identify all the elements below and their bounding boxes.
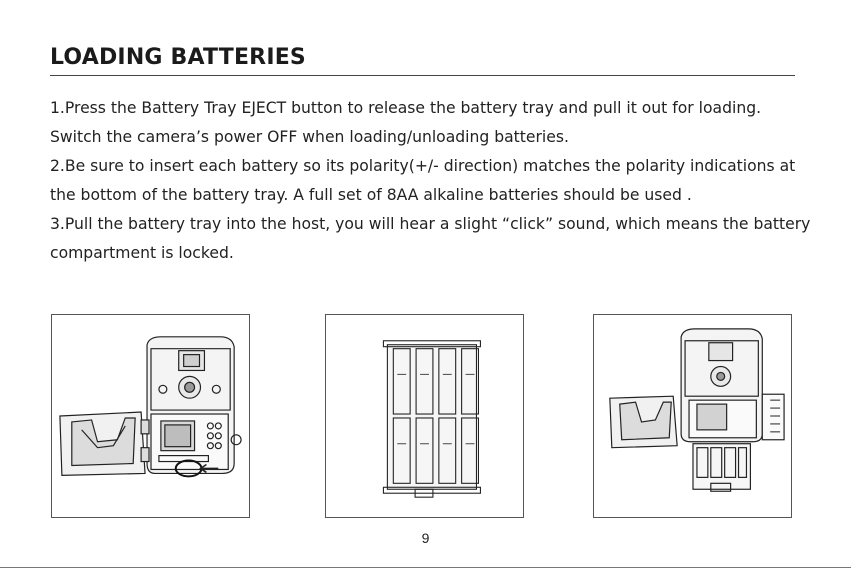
instruction-line: 1.Press the Battery Tray EJECT button to… xyxy=(50,99,762,117)
camera-tray-inserted-illustration xyxy=(609,328,785,492)
instruction-line: 2.Be sure to insert each battery so its … xyxy=(50,157,796,175)
figure-tray-inserted-locked xyxy=(593,314,792,518)
instruction-line: the bottom of the battery tray. A full s… xyxy=(50,186,692,204)
camera-open-eject-illustration xyxy=(59,336,242,478)
figure-battery-tray-polarity xyxy=(325,314,524,518)
figure-eject-battery-tray xyxy=(51,314,250,518)
instruction-line: 3.Pull the battery tray into the host, y… xyxy=(50,215,811,233)
title-divider xyxy=(50,75,795,76)
page-number: 9 xyxy=(421,530,430,546)
section-title: LOADING BATTERIES xyxy=(50,45,306,70)
instruction-line: compartment is locked. xyxy=(50,244,234,262)
instruction-line: Switch the camera’s power OFF when loadi… xyxy=(50,128,569,146)
instructions-paragraph: 1.Press the Battery Tray EJECT button to… xyxy=(50,94,810,268)
battery-tray-illustration xyxy=(382,340,481,498)
